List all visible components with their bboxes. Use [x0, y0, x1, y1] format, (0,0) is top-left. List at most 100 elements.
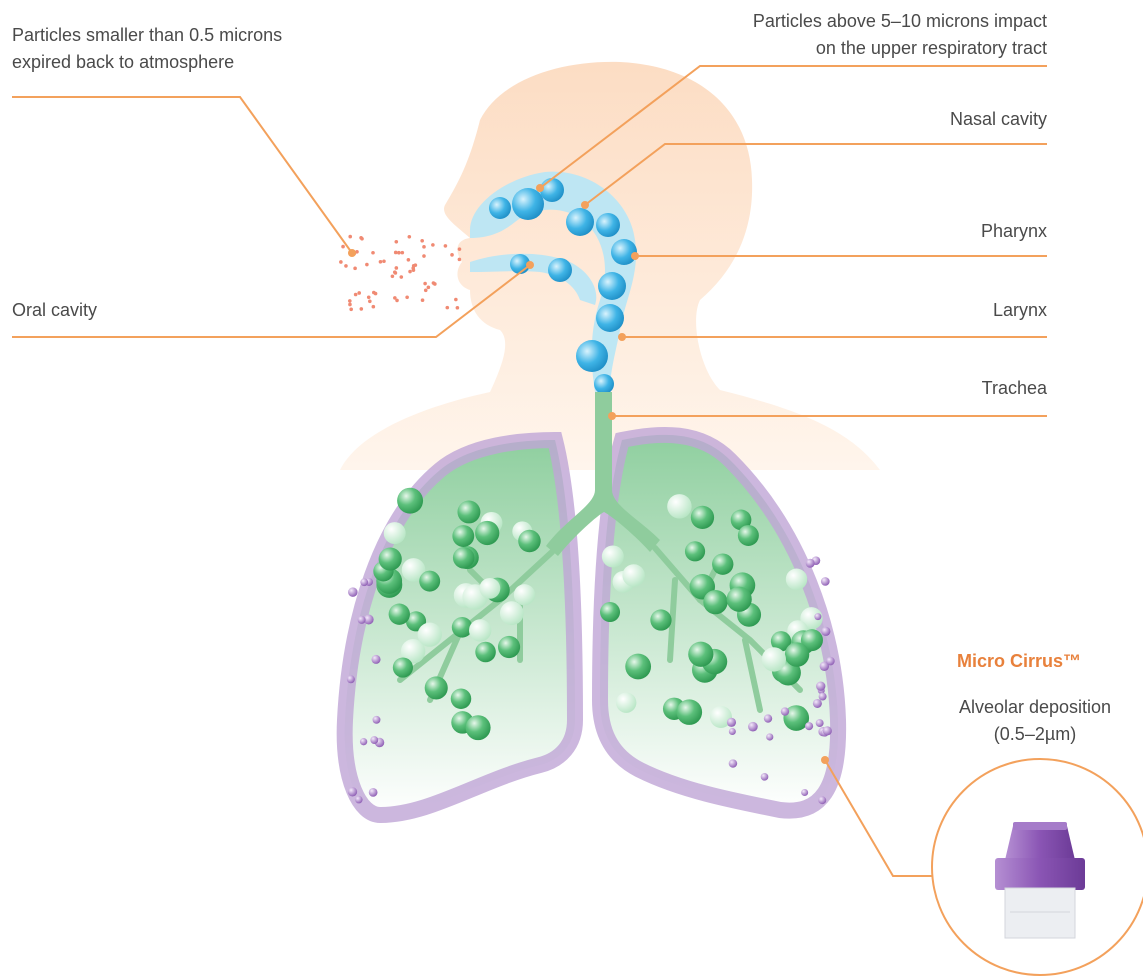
- lung-particle: [452, 617, 473, 638]
- expired-particle: [408, 235, 412, 239]
- alveolar-particle: [370, 736, 378, 744]
- lung-particle: [419, 571, 440, 592]
- alveolar-particle: [373, 716, 381, 724]
- label-large-particles: Particles above 5–10 microns impact on t…: [753, 8, 1047, 62]
- expired-particle: [367, 295, 371, 299]
- alveolar-particle: [355, 796, 363, 804]
- label-small-particles: Particles smaller than 0.5 microns expir…: [12, 22, 282, 76]
- airway-particle: [596, 213, 620, 237]
- alveolar-particle: [348, 587, 358, 597]
- expired-particle: [454, 298, 458, 302]
- alveolar-particle: [821, 577, 830, 586]
- alveolar-particle: [816, 681, 825, 690]
- alveolar-particle: [826, 657, 835, 666]
- expired-particle: [372, 291, 376, 295]
- alveolar-particle: [748, 722, 758, 732]
- label-nasal-cavity: Nasal cavity: [950, 106, 1047, 133]
- expired-particle: [391, 274, 395, 278]
- alveolar-particle: [764, 714, 772, 722]
- expired-particle: [348, 303, 352, 307]
- alveolar-particle: [348, 787, 357, 796]
- alveolar-particle: [801, 789, 808, 796]
- airway-particle: [611, 239, 637, 265]
- alveolar-particle: [813, 699, 822, 708]
- alveolar-particle: [821, 627, 830, 636]
- lung-particle: [727, 587, 752, 612]
- lung-particle: [691, 506, 714, 529]
- expired-particle: [344, 264, 348, 268]
- expired-particle: [420, 239, 424, 243]
- expired-particle: [421, 298, 425, 302]
- label-trachea: Trachea: [982, 375, 1047, 402]
- expired-particle: [349, 307, 353, 311]
- lung-particle: [479, 578, 500, 599]
- expired-particle: [414, 263, 418, 267]
- lung-particle: [625, 654, 651, 680]
- expired-particle: [412, 268, 416, 272]
- lung-particle: [685, 541, 705, 561]
- alveolar-particle: [761, 773, 769, 781]
- lung-particle: [785, 642, 809, 666]
- expired-particle: [405, 296, 409, 300]
- expired-particle: [357, 291, 361, 295]
- airway-particle: [540, 178, 564, 202]
- alveolar-particle: [818, 796, 826, 804]
- lung-particle: [622, 564, 644, 586]
- airway-particle: [489, 197, 511, 219]
- lung-particle: [786, 568, 807, 589]
- airway-particle: [576, 340, 608, 372]
- expired-particle: [372, 305, 376, 309]
- label-pharynx: Pharynx: [981, 218, 1047, 245]
- expired-particle: [423, 282, 427, 286]
- expired-particle: [445, 306, 449, 310]
- expired-particle: [458, 247, 462, 251]
- lung-particle: [600, 602, 620, 622]
- alveolar-particle: [360, 578, 368, 586]
- lung-particle: [677, 699, 703, 725]
- airway-particle: [566, 208, 594, 236]
- lung-particle: [514, 584, 535, 605]
- lung-particle: [452, 525, 474, 547]
- alveolar-particle: [814, 613, 821, 620]
- alveolar-particle: [729, 759, 737, 767]
- lung-particle: [762, 647, 786, 671]
- airway-particle: [598, 272, 626, 300]
- alveolar-particle: [805, 722, 813, 730]
- lung-particle: [738, 525, 759, 546]
- lung-particle: [650, 609, 671, 630]
- expired-particle: [359, 236, 363, 240]
- lung-particle: [500, 601, 524, 625]
- expired-particle: [395, 266, 399, 270]
- lung-particle: [712, 553, 733, 574]
- lung-particle: [451, 688, 472, 709]
- alveolar-particle: [369, 788, 378, 797]
- airway-particle: [594, 374, 614, 394]
- lung-particle: [616, 692, 636, 712]
- alveolar-particle: [729, 728, 736, 735]
- lung-particle: [469, 619, 491, 641]
- expired-particle: [427, 286, 431, 290]
- lung-particle: [602, 545, 624, 567]
- lung-particle: [393, 657, 413, 677]
- expired-particle: [397, 251, 401, 255]
- airway-particle: [512, 188, 544, 220]
- expired-particle: [341, 245, 345, 249]
- lung-particle: [379, 547, 402, 570]
- expired-particle: [394, 251, 398, 255]
- expired-particle: [359, 307, 363, 311]
- expired-particle: [401, 251, 405, 255]
- expired-particle: [444, 244, 448, 248]
- lung-particle: [518, 530, 541, 553]
- lung-particle: [667, 494, 691, 518]
- alveolar-particle: [727, 718, 736, 727]
- expired-particle: [424, 288, 428, 292]
- expired-particle: [422, 254, 426, 258]
- expired-particle: [432, 281, 436, 285]
- expired-particles: [339, 235, 461, 311]
- expired-particle: [450, 253, 454, 257]
- expired-particle: [382, 259, 386, 263]
- expired-particle: [395, 299, 399, 303]
- expired-particle: [379, 260, 383, 264]
- expired-particle: [431, 243, 435, 247]
- alveolar-particle: [371, 655, 380, 664]
